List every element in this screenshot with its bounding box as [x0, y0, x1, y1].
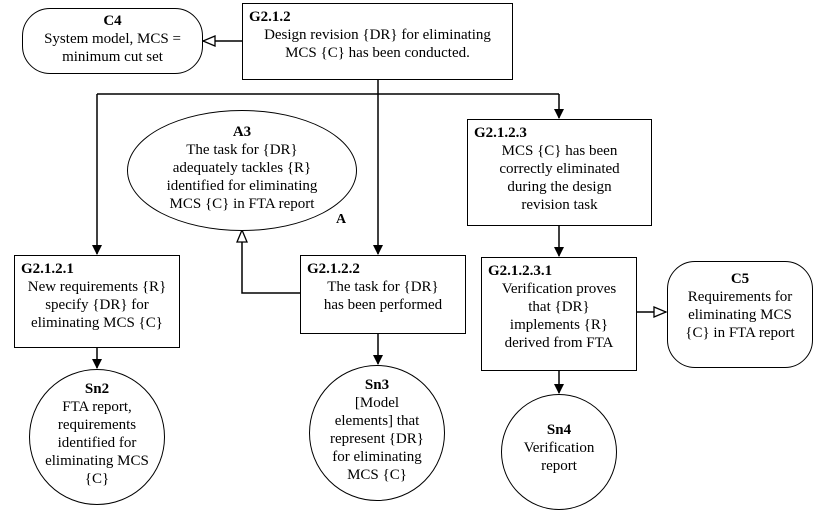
assumption-marker: A: [336, 212, 347, 227]
node-text: Design revision {DR} for eliminating MCS…: [264, 27, 491, 61]
goal-g2122[interactable]: G2.1.2.2 The task for {DR} has been perf…: [300, 255, 466, 334]
node-id: G2.1.2.1: [21, 261, 74, 277]
assumption-a3[interactable]: A3 The task for {DR} adequately tackles …: [127, 110, 357, 231]
edge-g2122-a3: [242, 230, 300, 294]
node-id: C5: [730, 271, 750, 287]
node-id: Sn2: [84, 381, 110, 397]
node-text: Requirements for eliminating MCS {C} in …: [685, 289, 795, 341]
node-text: Verification proves that {DR} implements…: [501, 281, 617, 351]
goal-g21231[interactable]: G2.1.2.3.1 Verification proves that {DR}…: [481, 257, 637, 371]
node-text: The task for {DR} has been performed: [323, 279, 443, 313]
node-text: New requirements {R} specify {DR} for el…: [27, 279, 167, 331]
node-id: C4: [103, 13, 122, 29]
node-id: G2.1.2: [249, 9, 291, 25]
solution-sn4[interactable]: Sn4 Verification report: [501, 394, 617, 510]
node-text: [Model elements] that represent {DR} for…: [330, 395, 424, 483]
node-text: The task for {DR} adequately tackles {R}…: [166, 142, 318, 212]
node-id: Sn4: [546, 422, 572, 438]
node-text: FTA report, requirements identified for …: [45, 399, 149, 487]
node-text: MCS {C} has been correctly eliminated du…: [499, 143, 620, 213]
node-id: Sn3: [364, 377, 390, 393]
node-text: System model, MCS = minimum cut set: [44, 31, 181, 65]
node-id: G2.1.2.3: [474, 125, 527, 141]
goal-g2121[interactable]: G2.1.2.1 New requirements {R} specify {D…: [14, 255, 180, 348]
node-id: G2.1.2.2: [307, 261, 360, 277]
goal-g2123[interactable]: G2.1.2.3 MCS {C} has been correctly elim…: [467, 119, 652, 226]
node-text: Verification report: [523, 440, 595, 474]
context-c5[interactable]: C5 Requirements for eliminating MCS {C} …: [667, 261, 813, 368]
node-id: G2.1.2.3.1: [488, 263, 553, 279]
context-c4[interactable]: C4 System model, MCS = minimum cut set: [22, 8, 203, 74]
solution-sn3[interactable]: Sn3 [Model elements] that represent {DR}…: [309, 365, 445, 501]
goal-g212[interactable]: G2.1.2 Design revision {DR} for eliminat…: [242, 3, 513, 80]
solution-sn2[interactable]: Sn2 FTA report, requirements identified …: [29, 369, 165, 505]
node-id: A3: [232, 124, 252, 140]
